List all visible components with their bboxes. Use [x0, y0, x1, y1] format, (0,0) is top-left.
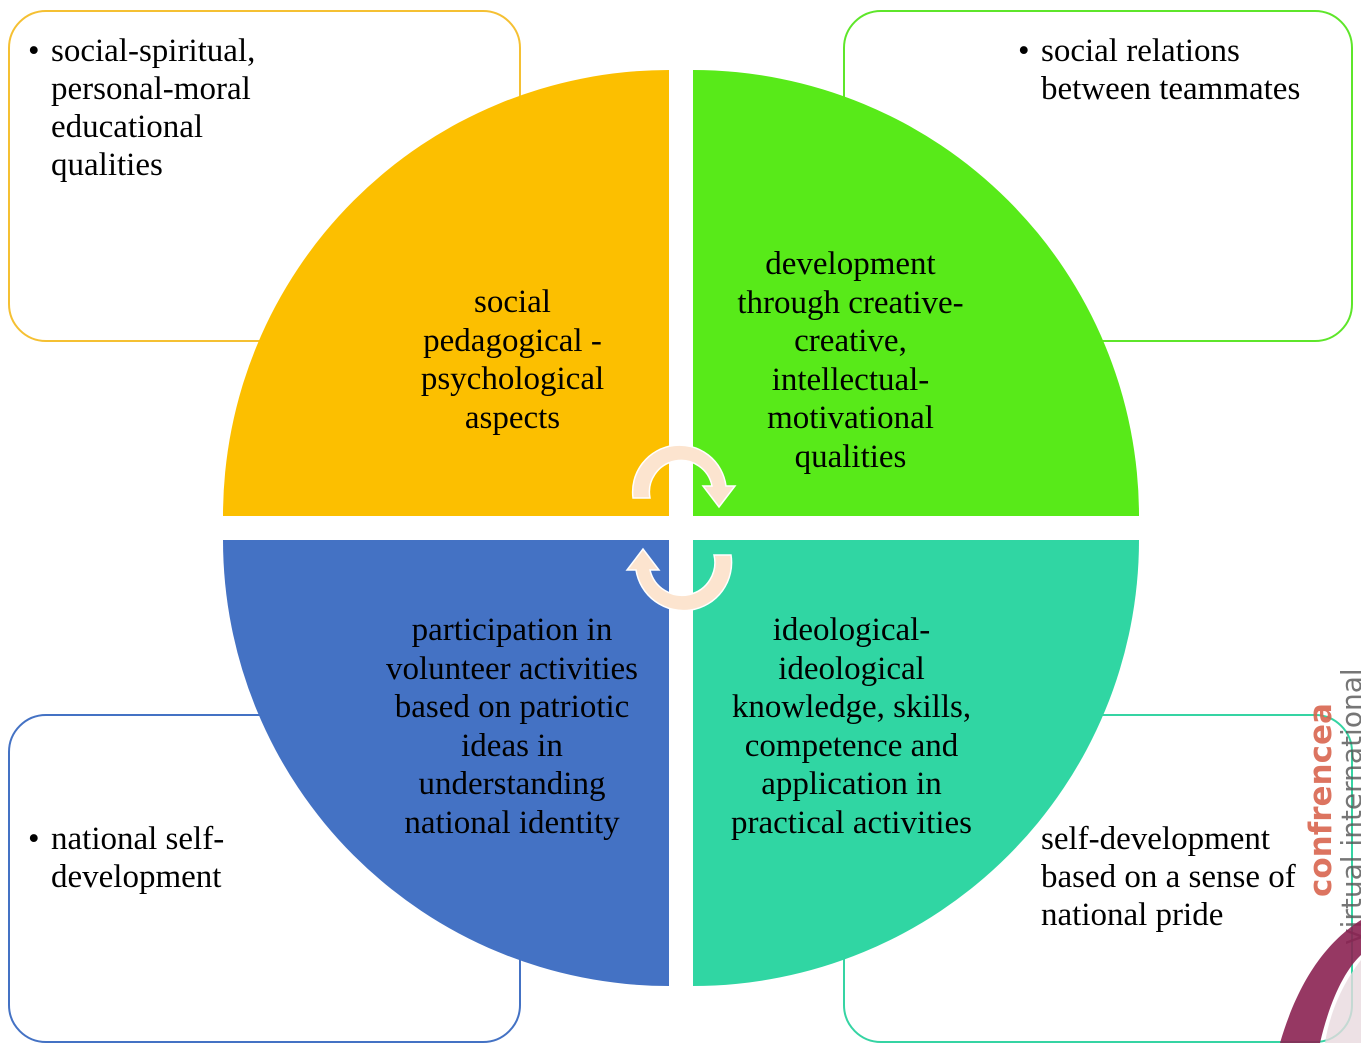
quadrant-bottom-left: [223, 540, 669, 986]
box-top-right-text: • social relations between teammates: [1018, 33, 1301, 107]
quadrant-top-right-text: development through creative-creative, i…: [737, 246, 964, 475]
watermark-brand: confrencea: [1303, 703, 1339, 897]
quadrant-top-left: [223, 70, 669, 516]
quadrant-bottom-left-text: participation in volunteer activities ba…: [386, 612, 638, 841]
bullet-dot: •: [28, 33, 40, 69]
box-bottom-right-text: self-development based on a sense of nat…: [1041, 821, 1296, 933]
bullet-dot: •: [28, 821, 40, 857]
quadrant-top-right: [693, 70, 1139, 516]
watermark-logo-icon: [1280, 920, 1361, 1043]
box-bottom-left-text: • national self-development: [28, 821, 225, 895]
quadrant-bottom-right-text: ideological-ideological knowledge, skill…: [731, 612, 972, 841]
cycle-arrow-bottom-icon: [625, 547, 733, 612]
box-top-left-text: • social-spiritual, personal-moral educa…: [28, 33, 256, 183]
cycle-arrow-top-icon: [631, 444, 737, 509]
bullet-dot: •: [1018, 33, 1030, 69]
quadrant-bottom-right: [693, 540, 1139, 986]
confrencea-watermark: confrencea virtual international: [1303, 615, 1361, 945]
quadrant-top-left-text: social pedagogical - psychological aspec…: [420, 284, 605, 436]
